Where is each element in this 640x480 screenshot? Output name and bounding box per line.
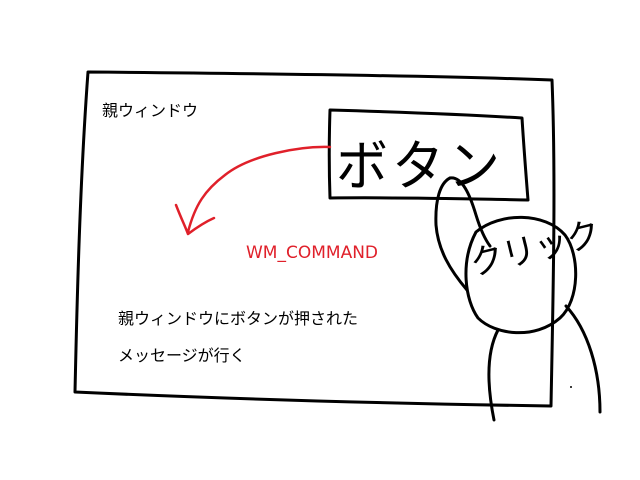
message-text-line1: 親ウィンドウにボタンが押された (118, 309, 359, 328)
parent-window-frame (73, 70, 556, 408)
person-body-right (564, 304, 602, 414)
button-label: ボタン (336, 135, 505, 199)
person-head (464, 215, 578, 335)
wm-command-arrow-head (174, 203, 216, 236)
parent-window-title: 親ウィンドウ (102, 101, 199, 120)
finger-outline (434, 176, 469, 292)
message-text-line2: メッセージが行く (118, 346, 246, 365)
wm-command-arrow (186, 145, 332, 234)
finger-tip (448, 176, 492, 248)
ink-dot (570, 386, 572, 388)
button-box (327, 108, 530, 202)
wm-command-label: WM_COMMAND (246, 243, 378, 263)
person-body (487, 328, 500, 422)
